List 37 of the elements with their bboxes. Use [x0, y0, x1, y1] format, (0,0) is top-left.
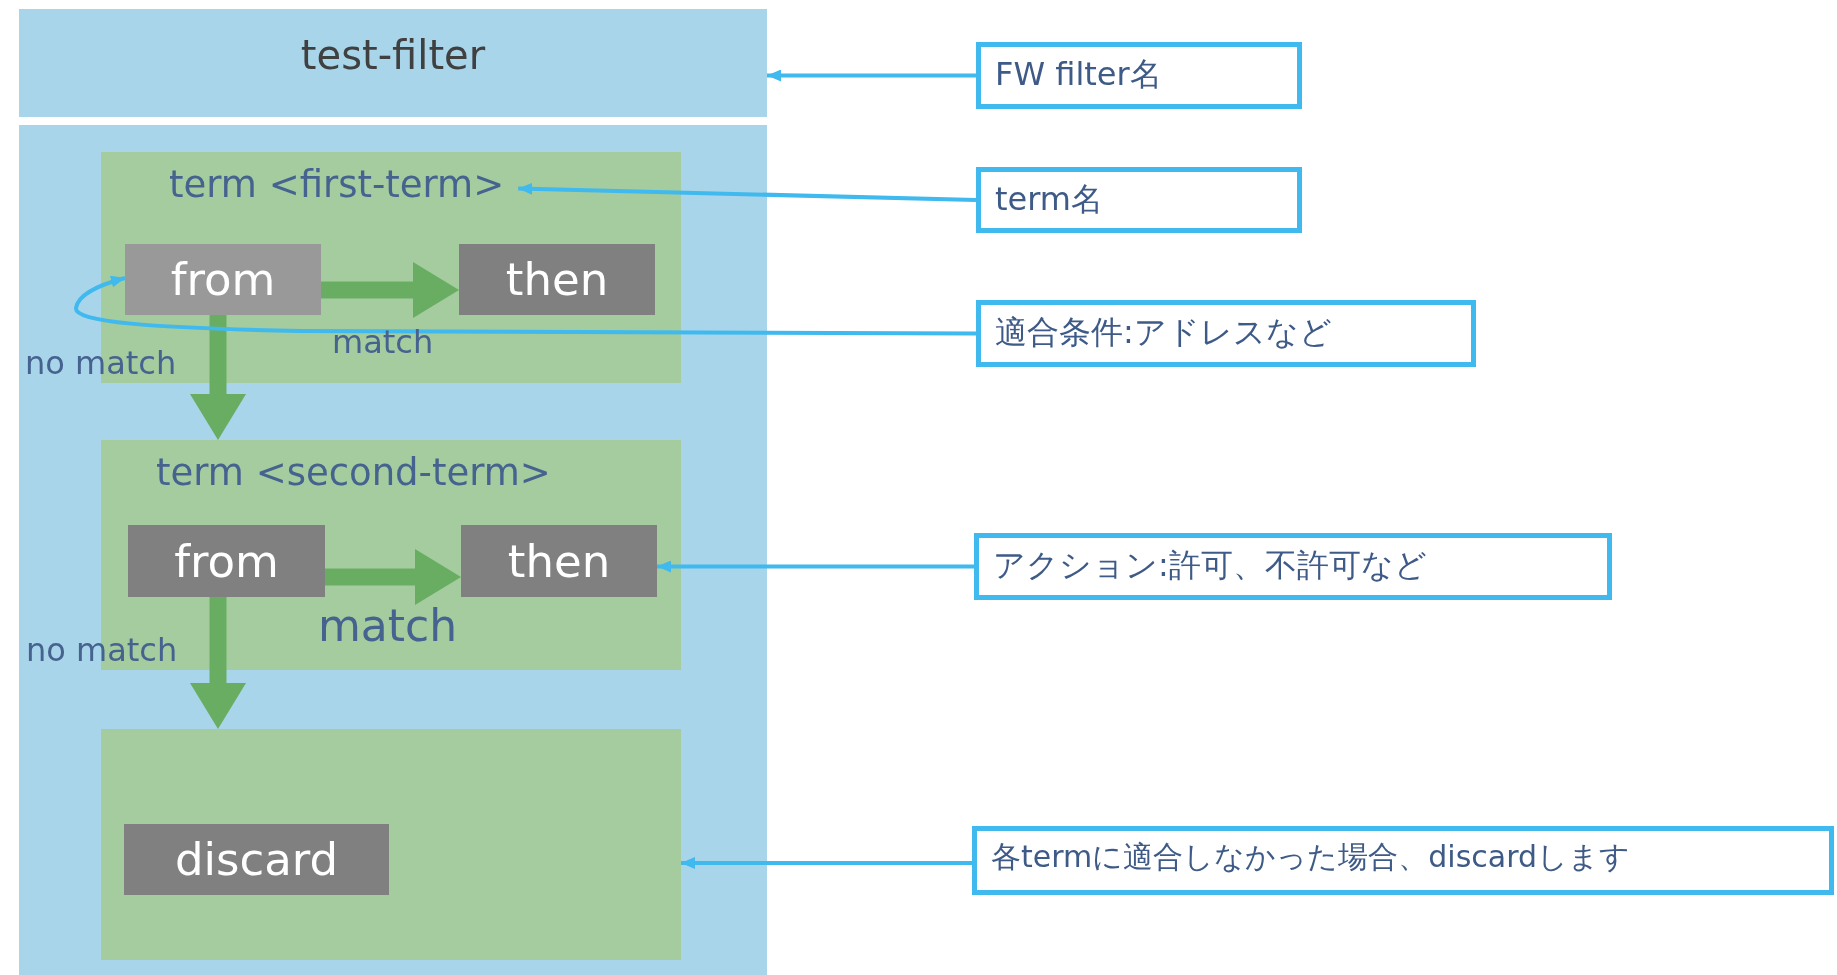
block-label: then	[505, 257, 609, 302]
action-block	[461, 525, 657, 597]
callout-text: アクション:許可、不許可など	[993, 546, 1428, 585]
action-block	[459, 244, 655, 315]
leader-line	[657, 560, 974, 573]
callout-text: 適合条件:アドレスなど	[995, 313, 1333, 352]
filter-panel	[19, 125, 767, 975]
callout-box	[976, 300, 1476, 367]
edge-label: match	[318, 604, 458, 648]
term-panel	[101, 729, 681, 960]
action-block	[125, 244, 321, 315]
flow-arrow	[325, 549, 461, 605]
block-label: discard	[174, 837, 339, 882]
term-heading: term <first-term>	[169, 166, 505, 203]
term-heading: term <second-term>	[156, 454, 551, 491]
flow-arrow	[321, 262, 459, 318]
action-block	[124, 824, 389, 895]
action-block	[128, 525, 325, 597]
leader-line	[767, 69, 976, 82]
callout-box	[972, 826, 1834, 895]
block-label: then	[507, 538, 611, 584]
filter-name-band	[19, 9, 767, 117]
block-label: test-filter	[300, 32, 486, 78]
block-label: from	[170, 257, 276, 302]
flow-arrow	[190, 597, 246, 729]
callout-box	[976, 167, 1302, 233]
flow-arrow	[190, 315, 246, 440]
callout-text: 各termに適合しなかった場合、discardします	[991, 839, 1631, 875]
callout-box	[974, 533, 1612, 600]
leader-line	[518, 182, 977, 202]
leader-line	[74, 275, 976, 336]
leader-line	[681, 857, 972, 869]
callout-text: FW filter名	[995, 55, 1163, 94]
callout-text: term名	[995, 180, 1104, 219]
callout-box	[976, 42, 1302, 109]
block-label: from	[174, 538, 279, 584]
edge-label: match	[332, 326, 434, 358]
